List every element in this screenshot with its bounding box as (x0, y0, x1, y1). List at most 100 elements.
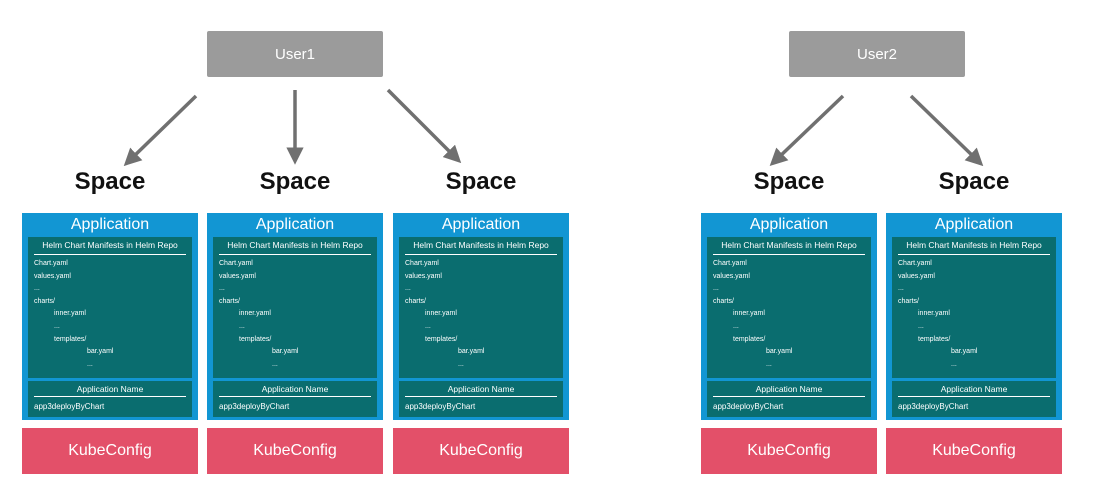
space-label: Space (445, 168, 517, 195)
space-label: Space (74, 168, 146, 195)
kubeconfig-box: KubeConfig (207, 428, 383, 474)
application-name-divider (219, 396, 371, 397)
helm-chart-title: Helm Chart Manifests in Helm Repo (42, 240, 178, 250)
file-entry: charts/ (713, 297, 735, 305)
application-name-value: app3deployByChart (219, 402, 290, 411)
file-entry: ... (733, 323, 739, 330)
file-entry: charts/ (219, 297, 241, 305)
application-name-panel: Application Name app3deployByChart (892, 381, 1056, 417)
application-name-title: Application Name (261, 384, 329, 394)
helm-divider (34, 254, 186, 255)
file-list: Chart.yaml values.yaml... charts/inner.yam… (213, 260, 377, 375)
file-entry: values.yaml (219, 272, 256, 280)
file-entry: values.yaml (34, 272, 71, 280)
file-entry: charts/ (34, 297, 56, 305)
kubeconfig-label: KubeConfig (932, 442, 1016, 459)
helm-chart-title: Helm Chart Manifests in Helm Repo (906, 240, 1042, 250)
file-entry: Chart.yaml (713, 260, 747, 267)
application-name-title: Application Name (76, 384, 144, 394)
space-label: Space (938, 168, 1010, 195)
user2-label: User2 (856, 45, 897, 63)
application-title: Application (70, 216, 150, 233)
kubeconfig-box: KubeConfig (701, 428, 877, 474)
application-name-title: Application Name (447, 384, 515, 394)
file-entry: inner.yaml (733, 310, 765, 318)
file-entry: templates/ (239, 335, 272, 343)
kubeconfig-box: KubeConfig (886, 428, 1062, 474)
file-entry: bar.yaml (272, 348, 299, 356)
user1-label: User1 (274, 45, 315, 63)
kubeconfig-label: KubeConfig (68, 442, 152, 459)
space-label: Space (259, 168, 331, 195)
application-name-value: app3deployByChart (713, 402, 784, 411)
application-name-title: Application Name (940, 384, 1008, 394)
space-label: Space (753, 168, 825, 195)
file-entry: charts/ (405, 297, 427, 305)
application-name-panel: Application Name app3deployByChart (707, 381, 871, 417)
application-name-divider (898, 396, 1050, 397)
file-entry: values.yaml (713, 272, 750, 280)
file-entry: ... (34, 285, 40, 293)
arrow-user2-space5 (909, 94, 984, 167)
file-entry: ... (405, 285, 411, 293)
user1-box: User1 (207, 31, 383, 77)
file-entry: Chart.yaml (34, 260, 68, 267)
file-entry: ... (87, 360, 93, 368)
file-entry: ... (898, 285, 904, 293)
application-name-value: app3deployByChart (898, 402, 969, 411)
kubeconfig-label: KubeConfig (253, 442, 337, 459)
file-entry: ... (918, 323, 924, 330)
file-entry: bar.yaml (951, 348, 978, 356)
file-entry: inner.yaml (239, 310, 271, 318)
file-entry: templates/ (918, 335, 951, 343)
file-entry: ... (766, 360, 772, 368)
application-name-divider (34, 396, 186, 397)
file-entry: templates/ (733, 335, 766, 343)
application-title: Application (749, 216, 829, 233)
file-entry: values.yaml (898, 272, 935, 280)
kubeconfig-label: KubeConfig (747, 442, 831, 459)
application-name-title: Application Name (755, 384, 823, 394)
file-entry: ... (239, 323, 245, 330)
helm-chart-title: Helm Chart Manifests in Helm Repo (227, 240, 363, 250)
file-entry: ... (951, 360, 957, 368)
file-entry: templates/ (54, 335, 87, 343)
helm-chart-title: Helm Chart Manifests in Helm Repo (721, 240, 857, 250)
application-title: Application (441, 216, 521, 233)
kubeconfig-box: KubeConfig (393, 428, 569, 474)
file-entry: templates/ (425, 335, 458, 343)
kubeconfig-label: KubeConfig (439, 442, 523, 459)
file-entry: Chart.yaml (219, 260, 253, 267)
file-entry: inner.yaml (918, 310, 950, 318)
application-title: Application (255, 216, 335, 233)
user2-box: User2 (789, 31, 965, 77)
application-name-panel: Application Name app3deployByChart (213, 381, 377, 417)
file-entry: Chart.yaml (898, 260, 932, 267)
file-entry: inner.yaml (54, 310, 86, 318)
arrow-user1-space1 (123, 94, 198, 167)
kubeconfig-box: KubeConfig (22, 428, 198, 474)
helm-chart-title: Helm Chart Manifests in Helm Repo (413, 240, 549, 250)
file-entry: ... (425, 323, 431, 330)
application-name-value: app3deployByChart (34, 402, 105, 411)
file-entry: values.yaml (405, 272, 442, 280)
helm-divider (219, 254, 371, 255)
helm-divider (405, 254, 557, 255)
application-name-value: app3deployByChart (405, 402, 476, 411)
file-entry: inner.yaml (425, 310, 457, 318)
file-entry: bar.yaml (766, 348, 793, 356)
file-entry: ... (54, 323, 60, 330)
file-entry: ... (458, 360, 464, 368)
application-name-panel: Application Name app3deployByChart (399, 381, 563, 417)
file-entry: charts/ (898, 297, 920, 305)
helm-divider (713, 254, 865, 255)
file-entry: ... (713, 285, 719, 293)
file-list: Chart.yaml values.yaml... charts/inner.yam… (707, 260, 871, 375)
application-name-divider (713, 396, 865, 397)
